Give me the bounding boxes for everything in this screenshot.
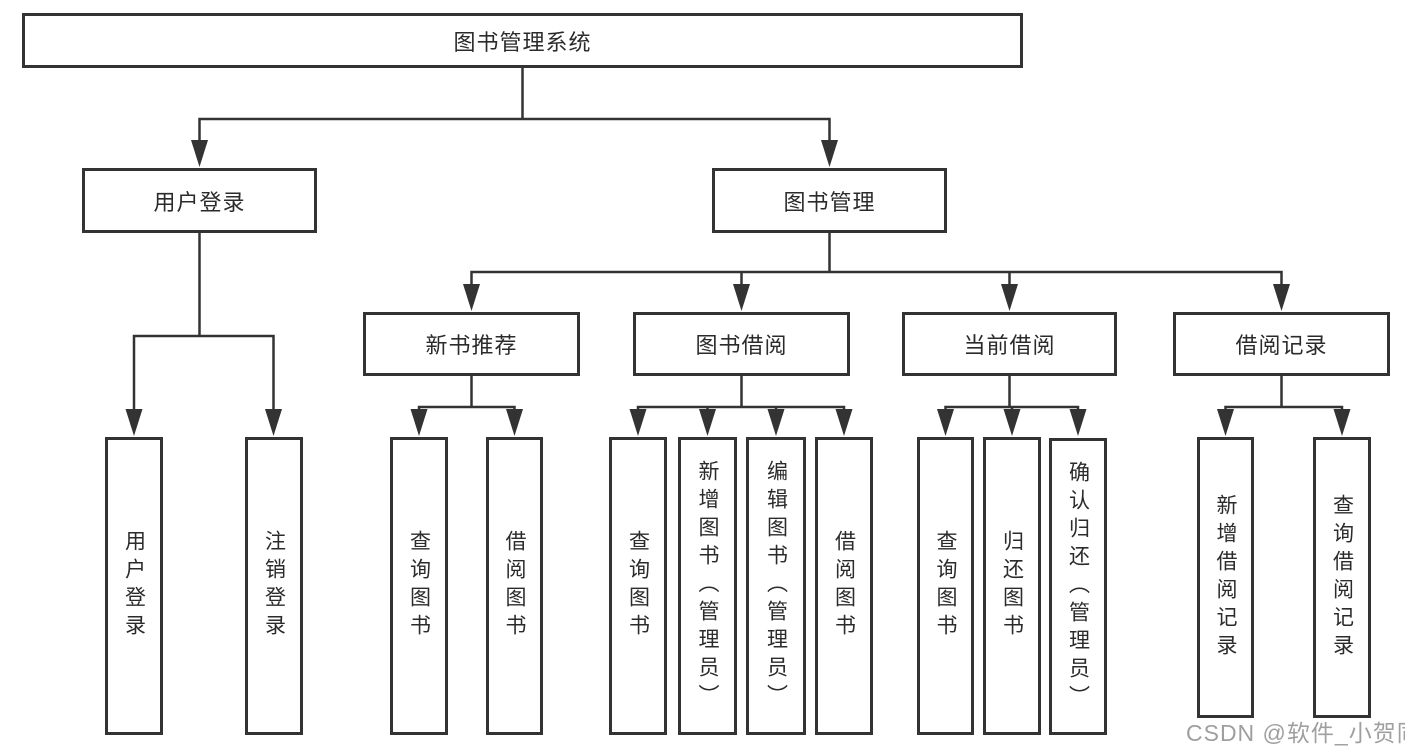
leaf-query-books-recommend-label: 查询图书 [407,530,431,642]
leaf-confirm-return-admin: 确认归还（管理员） [1049,438,1107,735]
leaf-logout: 注销登录 [245,437,303,735]
leaf-query-borrow-record: 查询借阅记录 [1313,437,1371,718]
node-book-management: 图书管理 [712,168,947,233]
leaf-confirm-return-admin-label: 确认归还（管理员） [1066,460,1090,713]
node-user-login: 用户登录 [82,168,317,233]
node-borrowing-records: 借阅记录 [1173,312,1390,376]
leaf-add-borrow-record-label: 新增借阅记录 [1214,493,1237,662]
leaf-borrow-books-label: 借阅图书 [832,530,856,642]
node-borrowing-records-label: 借阅记录 [1235,333,1328,358]
leaf-query-books-borrowing-label: 查询图书 [626,530,650,642]
leaf-user-login-label: 用户登录 [122,530,146,642]
node-current-borrowing-label: 当前借阅 [963,333,1056,358]
leaf-add-borrow-record: 新增借阅记录 [1197,437,1254,718]
leaf-return-books-label: 归还图书 [1000,530,1024,642]
leaf-borrow-books-recommend-label: 借阅图书 [503,530,526,642]
watermark: CSDN @软件_小贺同学 [1186,720,1405,746]
leaf-borrow-books-recommend: 借阅图书 [486,437,543,735]
node-book-management-label: 图书管理 [783,189,876,215]
leaf-return-books: 归还图书 [983,437,1041,735]
leaf-query-books-borrowing: 查询图书 [609,437,667,735]
node-new-book-recommend: 新书推荐 [363,312,580,376]
leaf-query-books-recommend: 查询图书 [390,437,448,735]
leaf-add-books-admin-label: 新增图书（管理员） [696,460,719,712]
leaf-edit-books-admin: 编辑图书（管理员） [746,437,806,735]
node-current-borrowing: 当前借阅 [902,312,1117,376]
leaf-query-borrow-record-label: 查询借阅记录 [1330,493,1354,662]
node-library-system-label: 图书管理系统 [453,29,592,55]
node-book-borrowing-label: 图书借阅 [695,333,788,358]
leaf-query-books-current-label: 查询图书 [934,530,957,642]
node-new-book-recommend-label: 新书推荐 [425,333,518,358]
node-book-borrowing: 图书借阅 [633,312,850,376]
leaf-edit-books-admin-label: 编辑图书（管理员） [764,460,788,712]
node-user-login-label: 用户登录 [153,189,246,215]
leaf-add-books-admin: 新增图书（管理员） [678,437,737,735]
node-library-system: 图书管理系统 [22,13,1023,68]
leaf-borrow-books: 借阅图书 [815,437,873,735]
leaf-logout-label: 注销登录 [262,530,286,642]
leaf-user-login: 用户登录 [105,437,163,735]
leaf-query-books-current: 查询图书 [917,437,974,735]
